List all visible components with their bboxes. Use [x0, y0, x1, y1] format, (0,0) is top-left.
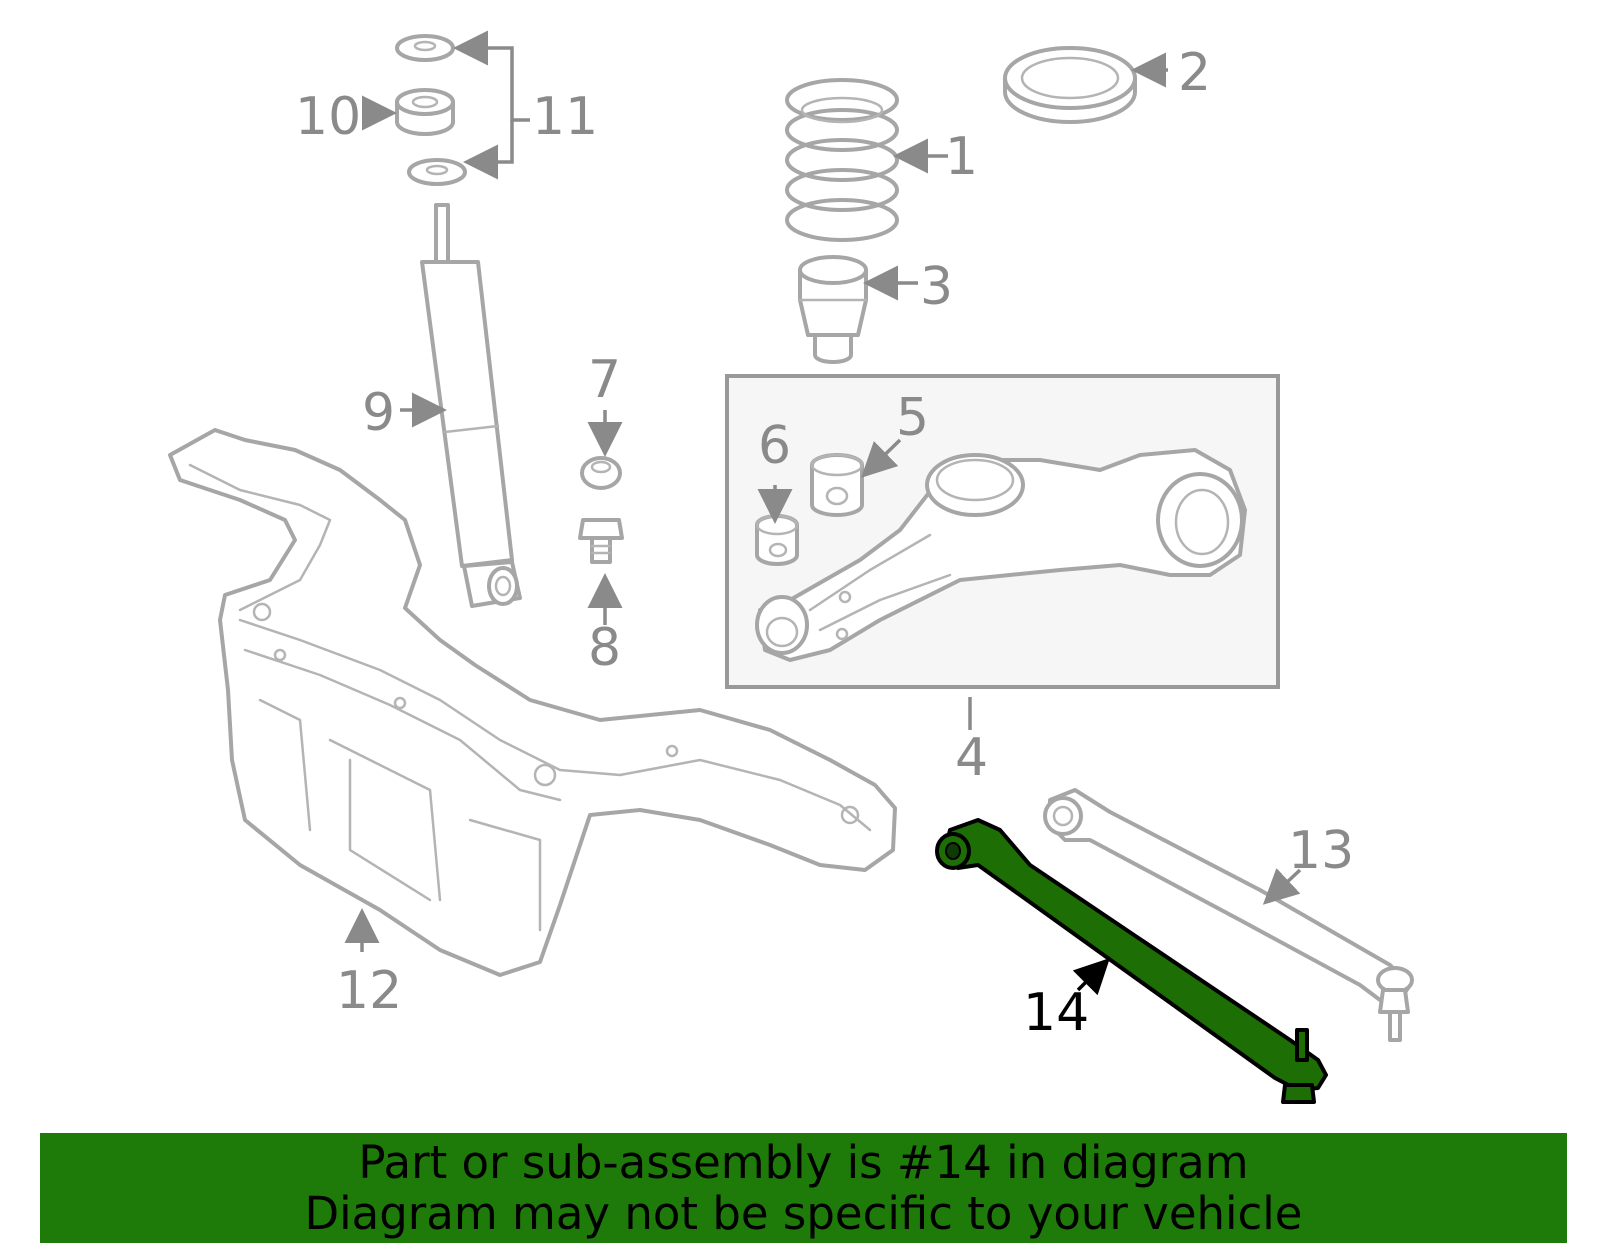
- callout-1: 1: [945, 127, 978, 187]
- callout-4: 4: [955, 728, 988, 788]
- bump-stop-part-3: [798, 255, 868, 364]
- coil-spring-part-1: [785, 78, 899, 242]
- callout-12: 12: [336, 961, 402, 1021]
- control-arm-part-4: [755, 448, 1247, 662]
- info-banner: Part or sub-assembly is #14 in diagram D…: [40, 1133, 1567, 1243]
- callout-8: 8: [588, 618, 621, 678]
- link-arm-part-13: [1043, 788, 1414, 1042]
- callout-7: 7: [588, 350, 621, 410]
- callout-9: 9: [362, 383, 395, 443]
- callout-6: 6: [758, 416, 791, 476]
- banner-line-2: Diagram may not be specific to your vehi…: [304, 1187, 1303, 1240]
- bushing-part-6: [755, 514, 799, 566]
- lateral-link-part-14: [935, 818, 1328, 1104]
- banner-line-1: Part or sub-assembly is #14 in diagram: [358, 1136, 1249, 1189]
- callout-3: 3: [920, 257, 953, 317]
- subframe-part-12: [168, 428, 897, 977]
- bushing-part-5: [810, 453, 864, 517]
- callout-5: 5: [896, 388, 929, 448]
- spring-seat-part-2: [1003, 46, 1137, 124]
- shock-absorber-part-9: [420, 203, 522, 608]
- shock-mount-parts-10-11: [395, 34, 467, 186]
- callout-13: 13: [1288, 821, 1354, 881]
- leader-lines: [344, 30, 1302, 996]
- callout-11: 11: [532, 87, 598, 147]
- callout-10: 10: [295, 87, 361, 147]
- callout-2: 2: [1178, 43, 1211, 103]
- nut-part-7: [580, 456, 622, 490]
- callout-14: 14: [1023, 983, 1089, 1043]
- bolt-part-8: [578, 518, 624, 564]
